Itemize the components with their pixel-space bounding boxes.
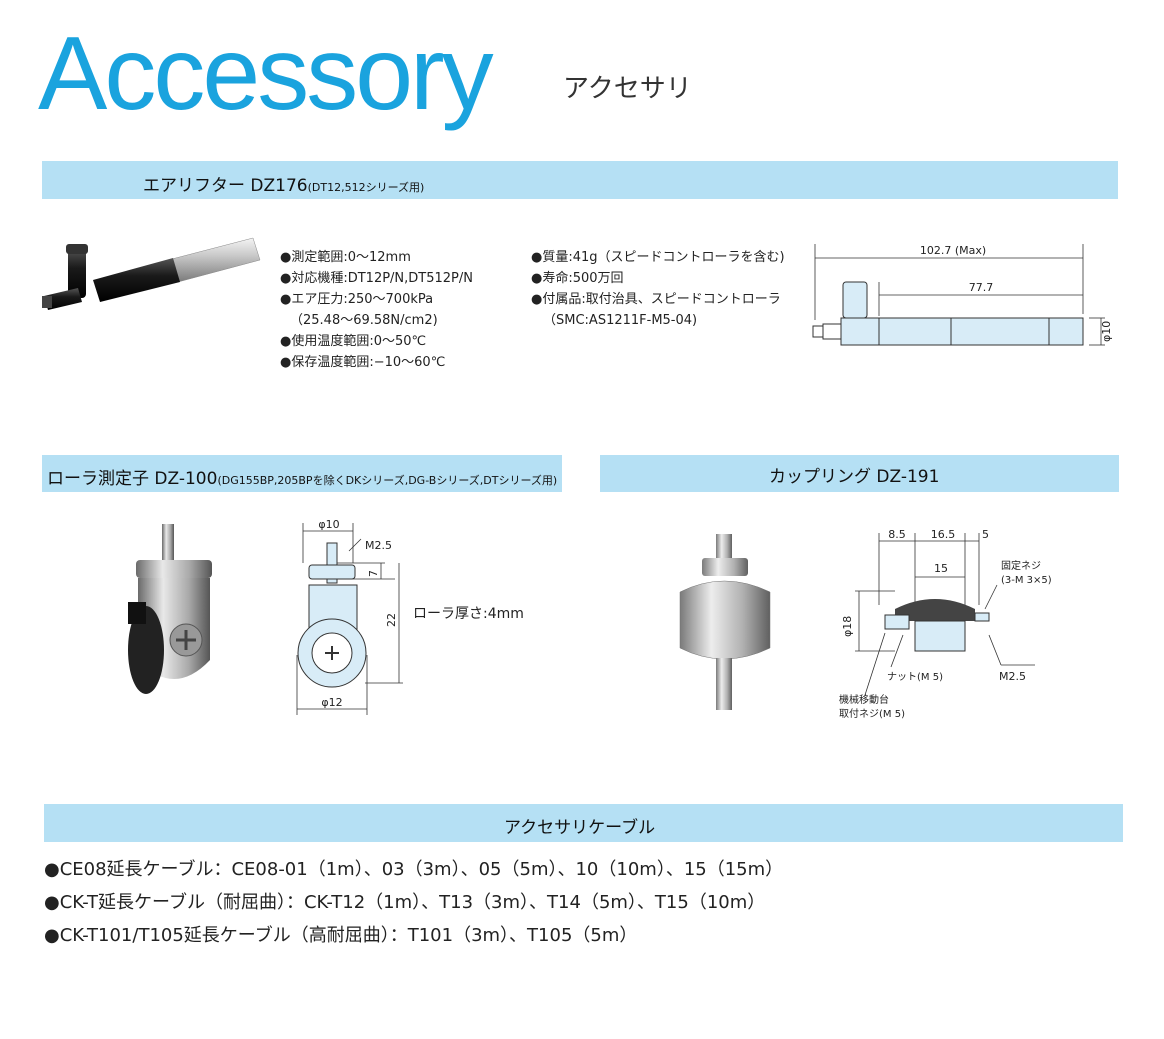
roller-title: ローラ測定子 DZ-100 (47, 469, 218, 489)
label-screw: 固定ネジ (1001, 559, 1041, 572)
label-screw-spec: (3-M 3×5) (1001, 575, 1052, 586)
roller-heading: ローラ測定子 DZ-100(DG155BP,205BPを除くDKシリーズ,DG-… (47, 464, 557, 489)
air-lifter-specs-right: ●質量:41g（スピードコントローラを含む) ●寿命:500万回 ●付属品:取付… (531, 247, 785, 331)
coupling-drawing: 8.5 16.5 5 15 φ18 固定ネジ (3-M 3×5) M2.5 ナッ… (839, 528, 1052, 720)
air-lifter-photo (42, 237, 261, 310)
spec-line: （SMC:AS1211F-M5-04) (543, 313, 698, 328)
label-thread: M2.5 (999, 670, 1026, 683)
spec-line: ●エア圧力:250～700kPa (280, 292, 434, 307)
air-lifter-heading-note: (DT12,512シリーズ用) (307, 181, 425, 194)
spec-line: ●測定範囲:0～12mm (280, 250, 411, 265)
coupling-photo (679, 534, 771, 710)
page-subtitle: アクセサリ (563, 74, 692, 104)
air-lifter-title: エアリフター DZ176 (143, 176, 308, 196)
spec-line: ●質量:41g（スピードコントローラを含む) (531, 250, 785, 265)
cable-item: ●CK-T101/T105延長ケーブル（高耐屈曲）：T101（3m）、T105（… (44, 925, 638, 946)
section-band-cables (44, 804, 1123, 842)
air-lifter-heading: エアリフター DZ176(DT12,512シリーズ用) (143, 171, 424, 196)
coupling-heading: カップリング DZ-191 (769, 467, 940, 487)
dim-dia: φ10 (1100, 321, 1113, 342)
dim-total: 102.7 (Max) (920, 244, 986, 257)
section-band-air-lifter (42, 161, 1118, 199)
spec-line: ●対応機種:DT12P/N,DT512P/N (280, 271, 474, 286)
label-nut: ナット(M 5) (887, 671, 943, 683)
spec-line: ●寿命:500万回 (531, 271, 624, 286)
label-mount2: 取付ネジ(M 5) (839, 707, 905, 720)
cables-heading: アクセサリケーブル (504, 818, 656, 838)
roller-thickness-note: ローラ厚さ:4mm (413, 606, 524, 622)
roller-photo (128, 524, 212, 694)
section-band-coupling (600, 455, 1119, 492)
dim-d: 15 (934, 562, 948, 575)
roller-drawing: φ10 M2.5 7 22 φ12 (296, 518, 403, 715)
dim-a: 8.5 (888, 528, 906, 541)
dim-c: 5 (982, 528, 989, 541)
dim-body: 77.7 (969, 281, 994, 294)
spec-line: （25.48～69.58N/cm2) (290, 313, 438, 328)
page-title: Accessory (38, 16, 494, 132)
cable-list: ●CE08延長ケーブル：CE08-01（1m）、03（3m）、05（5m）、10… (44, 853, 783, 952)
roller-heading-note: (DG155BP,205BPを除くDKシリーズ,DG-Bシリーズ,DTシリーズ用… (217, 474, 558, 487)
dim-thread: M2.5 (365, 539, 392, 552)
dim-bottom-dia: φ12 (321, 696, 342, 709)
spec-line: ●付属品:取付治具、スピードコントローラ (531, 292, 781, 307)
section-band-roller (42, 455, 562, 492)
spec-line: ●使用温度範囲:0～50℃ (280, 334, 427, 349)
air-lifter-drawing: 102.7 (Max) 77.7 φ10 (812, 244, 1113, 346)
dim-top-dia: φ10 (318, 518, 339, 531)
cable-item: ●CK-T延長ケーブル（耐屈曲）：CK-T12（1m）、T13（3m）、T14（… (44, 892, 766, 913)
dim-b: 16.5 (931, 528, 956, 541)
dim-h2: 22 (385, 613, 398, 627)
label-mount1: 機械移動台 (839, 693, 889, 706)
dim-h1: 7 (367, 570, 380, 577)
cable-item: ●CE08延長ケーブル：CE08-01（1m）、03（3m）、05（5m）、10… (44, 859, 784, 880)
dim-dia: φ18 (841, 616, 854, 637)
air-lifter-specs-left: ●測定範囲:0～12mm ●対応機種:DT12P/N,DT512P/N ●エア圧… (280, 247, 473, 373)
spec-line: ●保存温度範囲:−10～60℃ (280, 355, 446, 370)
